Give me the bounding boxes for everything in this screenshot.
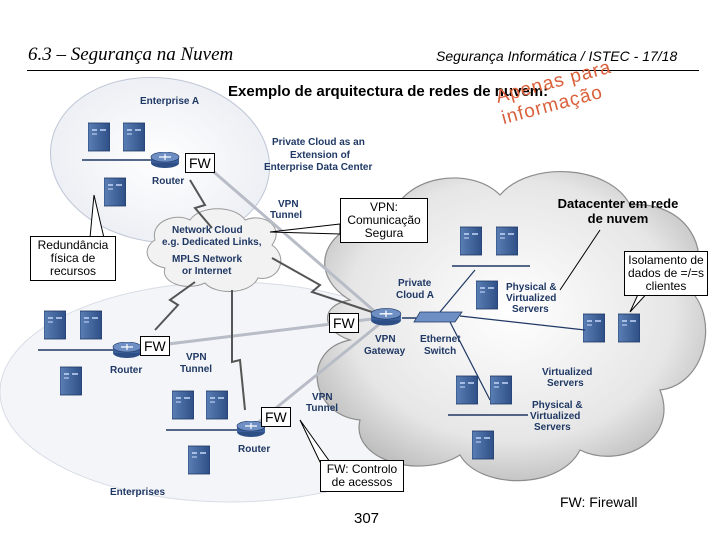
router-bot-label: Router [238,444,270,455]
fw-label-bottom-enterprise: FW [261,407,291,427]
section-title: 6.3 – Segurança na Nuvem [28,44,234,65]
page-number: 307 [354,510,380,527]
callout-datacenter: Datacenter em rede de nuvem [557,196,679,226]
router-a-label: Router [152,176,184,187]
vpn-tunnel-top-label-1: VPN [278,199,299,210]
datacenter-pointer [559,229,601,291]
private-cloud-ext-label-3: Enterprise Data Center [264,162,372,173]
network-cloud-label-4: or Internet [182,266,232,277]
vpn-gateway-label-1: VPN [375,334,396,345]
virtualized-servers-label-1: Virtualized [542,367,592,378]
phys-virt-1-label-3: Servers [512,304,549,315]
vpn-tunnel-top-label-2: Tunnel [270,210,302,221]
callout-access-control: FW: Controlo de acessos [320,460,404,492]
fw-label-enterprise-a: FW [185,153,215,173]
enterprises-label: Enterprises [110,487,165,498]
lightning-link-bot [231,290,246,411]
private-cloud-ext-label-1: Private Cloud as an [272,137,365,148]
vpn-tunnel-mid-label-1: VPN [186,352,207,363]
lightning-link-mid [154,281,196,331]
private-cloud-a-label-1: Private [398,278,432,289]
lightning-link-a [189,179,213,229]
callout-vpn-secure: VPN: Comunicação Segura [340,198,428,243]
phys-virt-1-label-1: Physical & [506,282,557,293]
private-cloud-a-label-2: Cloud A [396,290,434,301]
ethernet-switch-label-2: Switch [424,346,456,357]
fw-label-gateway: FW [329,313,359,333]
phys-virt-2-label-2: Virtualized [530,411,580,422]
header-divider [27,70,699,71]
network-cloud-label-1: Network Cloud [172,225,243,236]
course-info: Segurança Informática / ISTEC - 17/18 [436,48,678,64]
phys-virt-2-label-3: Servers [534,422,571,433]
datacenter-cloud [316,171,707,482]
fw-legend: FW: Firewall [560,494,638,510]
callout-redundancy: Redundância física de recursos [30,236,116,281]
network-cloud [146,208,282,292]
ethernet-switch-icon [413,311,463,323]
network-cloud-label-3: MPLS Network [172,254,242,265]
vpn-tunnel-line-top [199,158,381,318]
private-cloud-ext-label-2: Extension of [290,150,351,161]
lightning-link-cloud [271,257,373,313]
phys-virt-1-label-2: Virtualized [506,293,556,304]
enterprise-a-label: Enterprise A [140,96,199,107]
slide-heading: Exemplo de arquitectura de redes de nuve… [228,83,549,100]
vpn-tunnel-bot-label-1: VPN [312,392,333,403]
vpn-tunnel-mid-label-2: Tunnel [180,364,212,375]
virtualized-servers-label-2: Servers [547,378,584,389]
vpn-tunnel-bot-label-2: Tunnel [306,403,338,414]
network-cloud-label-2: e.g. Dedicated Links, [162,237,262,248]
fw-label-mid-enterprise: FW [140,336,170,356]
callout-isolation: Isolamento de dados de =/=s clientes [624,251,708,296]
phys-virt-2-label-1: Physical & [532,400,583,411]
vpn-gateway-label-2: Gateway [364,346,406,357]
ethernet-switch-label-1: Ethernet [420,334,461,345]
router-mid-label: Router [110,365,142,376]
